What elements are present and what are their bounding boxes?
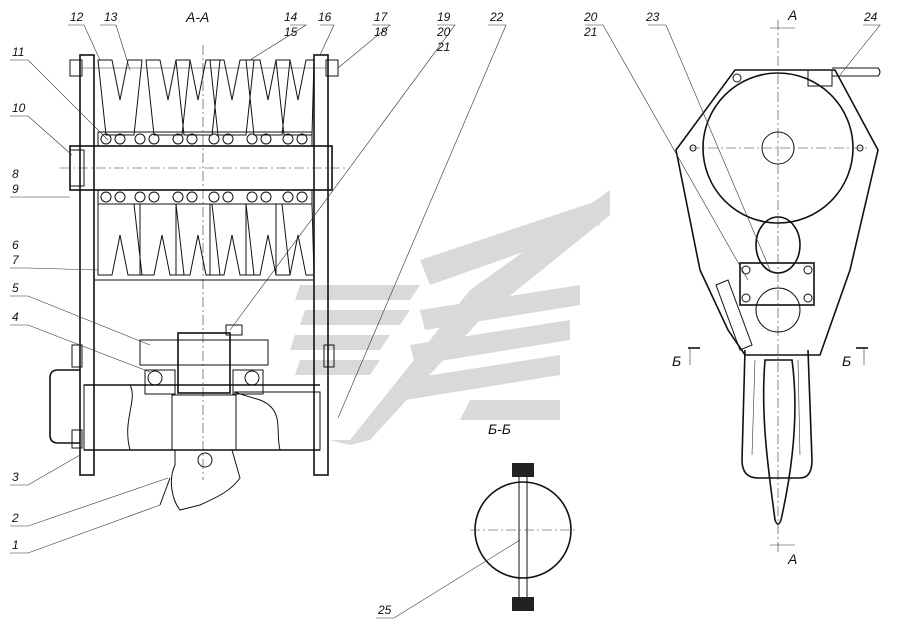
callout-22: 22 xyxy=(489,10,504,24)
section-mark-b-right: Б xyxy=(842,353,851,369)
section-aa-title: А-А xyxy=(185,9,209,25)
callout-14: 14 xyxy=(284,10,298,24)
crossbeam xyxy=(83,384,321,451)
callout-20b: 20 xyxy=(583,10,598,24)
swivel-housing xyxy=(139,324,269,395)
callout-3: 3 xyxy=(12,470,19,484)
callout-15: 15 xyxy=(284,25,298,39)
section-mark-a-top: А xyxy=(787,7,797,23)
callout-10: 10 xyxy=(12,101,26,115)
upper-sheaves xyxy=(97,59,315,136)
callout-11: 11 xyxy=(12,45,24,59)
hook-shank xyxy=(159,449,241,511)
callout-17: 17 xyxy=(374,10,389,24)
lower-bearings xyxy=(97,189,313,205)
leader-lines xyxy=(10,24,881,619)
section-aa-view xyxy=(49,45,345,511)
callout-23: 23 xyxy=(645,10,660,24)
callout-4: 4 xyxy=(12,310,19,324)
callout-2: 2 xyxy=(11,511,19,525)
callout-21b: 21 xyxy=(583,25,597,39)
callout-12: 12 xyxy=(70,10,84,24)
callout-8: 8 xyxy=(12,167,19,181)
callout-13: 13 xyxy=(104,10,118,24)
callout-5: 5 xyxy=(12,281,19,295)
axle xyxy=(60,145,345,191)
lower-sheaves xyxy=(97,203,315,276)
callout-24: 24 xyxy=(863,10,878,24)
callout-16: 16 xyxy=(318,10,332,24)
section-bb-view xyxy=(470,463,576,611)
callout-20: 20 xyxy=(436,25,451,39)
callout-labels: 12 13 А-А 14 15 16 17 18 19 20 21 22 20 … xyxy=(11,7,878,617)
side-view xyxy=(675,20,881,555)
watermark-logo xyxy=(290,190,610,445)
callout-7: 7 xyxy=(12,253,20,267)
callout-9: 9 xyxy=(12,182,19,196)
callout-18: 18 xyxy=(374,25,388,39)
callout-1: 1 xyxy=(12,538,19,552)
section-mark-a-bottom: А xyxy=(787,551,797,567)
callout-21: 21 xyxy=(436,40,450,54)
callout-25: 25 xyxy=(377,603,392,617)
callout-6: 6 xyxy=(12,238,19,252)
upper-bearings xyxy=(97,131,313,147)
section-bb-title: Б-Б xyxy=(488,421,511,437)
callout-19: 19 xyxy=(437,10,451,24)
section-mark-b-left: Б xyxy=(672,353,681,369)
